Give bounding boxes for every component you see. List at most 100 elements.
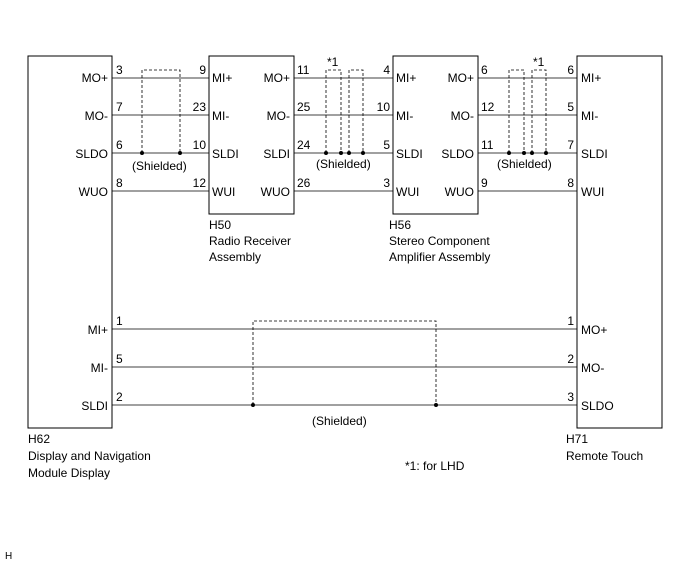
pin-number: 24 <box>297 138 311 152</box>
h50-name-line2: Assembly <box>209 250 261 264</box>
h62-pin-sldo: SLDO <box>75 147 108 161</box>
h50-box <box>208 55 295 215</box>
h71-pin-wui: WUI <box>581 185 604 199</box>
shielded-label: (Shielded) <box>132 159 187 173</box>
h56-name-line2: Amplifier Assembly <box>389 250 490 264</box>
h50-pin-mo-plus: MO+ <box>264 71 290 85</box>
note-marker: *1 <box>327 55 339 69</box>
h71-name-line1: Remote Touch <box>566 449 643 463</box>
shield-h62-h50 <box>141 69 181 153</box>
h50-pin-mo-minus: MO- <box>267 109 290 123</box>
shield-h56-h71-a <box>508 69 525 153</box>
h50-pin-wui: WUI <box>212 185 235 199</box>
pin-number: 23 <box>193 100 207 114</box>
h71-pin-sldo: SLDO <box>581 399 614 413</box>
h71-box <box>576 55 663 429</box>
footnote: *1: for LHD <box>405 459 465 473</box>
h50-pin-sldi-out: SLDI <box>263 147 290 161</box>
pin-number: 12 <box>193 176 207 190</box>
h56-pin-mo-plus: MO+ <box>448 71 474 85</box>
pin-number: 8 <box>116 176 123 190</box>
h62-name-line2: Module Display <box>28 466 110 480</box>
shield-h62-h71 <box>252 320 437 405</box>
shield-junction <box>324 151 328 155</box>
h50-pin-mi-plus: MI+ <box>212 71 232 85</box>
pin-number: 11 <box>297 63 310 77</box>
h71-pin-mo-minus: MO- <box>581 361 604 375</box>
pin-number: 1 <box>116 314 123 328</box>
pin-number: 6 <box>481 63 488 77</box>
pin-number: 8 <box>567 176 574 190</box>
h62-name-line1: Display and Navigation <box>28 449 151 463</box>
h56-pin-mi-minus: MI- <box>396 109 413 123</box>
h56-box <box>392 55 479 215</box>
h50-pin-sldi: SLDI <box>212 147 239 161</box>
h62-pin-mo-plus: MO+ <box>82 71 108 85</box>
shield-junction <box>339 151 343 155</box>
h62-code: H62 <box>28 432 50 446</box>
pin-number: 11 <box>481 138 494 152</box>
shield-junction <box>522 151 526 155</box>
pin-number: 6 <box>116 138 123 152</box>
shield-h56-h71-b <box>531 69 547 153</box>
pin-number: 7 <box>116 100 123 114</box>
pin-number: 26 <box>297 176 311 190</box>
pin-number: 6 <box>567 63 574 77</box>
h62-pin-mo-minus: MO- <box>85 109 108 123</box>
pin-number: 3 <box>116 63 123 77</box>
shield-junction <box>140 151 144 155</box>
h56-pin-sldi: SLDI <box>396 147 423 161</box>
pin-number: 10 <box>377 100 391 114</box>
h71-pin-sldi: SLDI <box>581 147 608 161</box>
shield-junction <box>544 151 548 155</box>
h71-pin-mi-minus: MI- <box>581 109 598 123</box>
shielded-label: (Shielded) <box>497 157 552 171</box>
h56-pin-wuo: WUO <box>445 185 474 199</box>
h62-pin-mi-minus: MI- <box>91 361 108 375</box>
h56-pin-wui: WUI <box>396 185 419 199</box>
h50-pin-wuo: WUO <box>261 185 290 199</box>
pin-number: 1 <box>567 314 574 328</box>
pin-number: 5 <box>567 100 574 114</box>
shield-junction <box>347 151 351 155</box>
shield-junction <box>178 151 182 155</box>
pin-number: 7 <box>567 138 574 152</box>
pin-number: 2 <box>116 390 123 404</box>
h50-name-line1: Radio Receiver <box>209 234 291 248</box>
h62-pin-mi-plus: MI+ <box>88 323 108 337</box>
h50-pin-mi-minus: MI- <box>212 109 229 123</box>
note-marker: *1 <box>533 55 545 69</box>
h56-pin-sldo: SLDO <box>441 147 474 161</box>
shield-junction <box>434 403 438 407</box>
h56-pin-mo-minus: MO- <box>451 109 474 123</box>
h56-name-line1: Stereo Component <box>389 234 490 248</box>
shielded-label: (Shielded) <box>312 414 367 428</box>
h62-pin-wuo: WUO <box>79 185 108 199</box>
shield-junction <box>507 151 511 155</box>
pin-number: 3 <box>383 176 390 190</box>
shield-h50-h56-a <box>325 69 342 153</box>
h62-box <box>27 55 113 429</box>
pin-number: 2 <box>567 352 574 366</box>
pin-number: 5 <box>116 352 123 366</box>
shield-junction <box>361 151 365 155</box>
pin-number: 4 <box>383 63 390 77</box>
h62-pin-sldi: SLDI <box>81 399 108 413</box>
shield-junction <box>251 403 255 407</box>
pin-number: 10 <box>193 138 207 152</box>
shield-h50-h56-b <box>348 69 364 153</box>
pin-number: 3 <box>567 390 574 404</box>
pin-number: 12 <box>481 100 495 114</box>
pin-number: 9 <box>481 176 488 190</box>
pin-number: 9 <box>199 63 206 77</box>
h56-code: H56 <box>389 218 411 232</box>
h50-code: H50 <box>209 218 231 232</box>
shield-junction <box>530 151 534 155</box>
h71-code: H71 <box>566 432 588 446</box>
h71-pin-mi-plus: MI+ <box>581 71 601 85</box>
shielded-label: (Shielded) <box>316 157 371 171</box>
pin-number: 25 <box>297 100 311 114</box>
pin-number: 5 <box>383 138 390 152</box>
corner-mark: H <box>5 551 12 562</box>
